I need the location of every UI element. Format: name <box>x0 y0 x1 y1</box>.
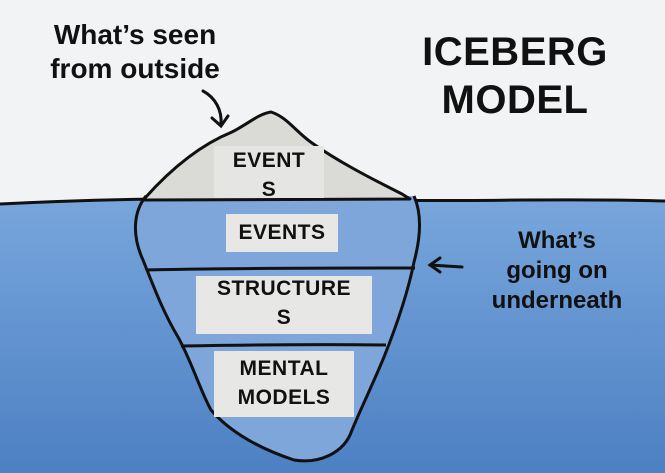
layer-label-tip: EVENT S <box>214 146 324 204</box>
label-band-mental-models <box>214 351 354 417</box>
mental-models-label-line-2: MODELS <box>237 386 331 409</box>
curved-arrow-icon <box>201 89 230 129</box>
layer-label-events: EVENTS <box>238 221 326 244</box>
left-arrow-icon <box>427 256 464 274</box>
divider-line-2 <box>180 343 387 348</box>
seen-from-outside-annotation: What’s seen from outside <box>20 18 250 86</box>
layer-label-structures: STRUCTURE S <box>190 274 378 332</box>
title-line-1: ICEBERG <box>422 30 608 74</box>
going-on-underneath-annotation: What’s going on underneath <box>472 226 642 316</box>
label-band-events <box>226 214 338 252</box>
layer-label-mental-models: MENTAL MODELS <box>214 354 354 412</box>
structures-label-line-2: S <box>276 306 292 329</box>
title-line-2: MODEL <box>441 78 589 122</box>
annotation-top-line-2: from outside <box>50 53 220 84</box>
label-band-structures <box>196 276 372 334</box>
annotation-right-line-1: What’s <box>518 227 596 254</box>
divider-line-1 <box>145 266 416 272</box>
tip-label-line-1: EVENT <box>232 149 306 172</box>
label-band-tip <box>214 146 324 198</box>
annotation-right-line-2: going on <box>506 257 608 284</box>
title: ICEBERG MODEL <box>405 28 625 124</box>
annotation-right-line-3: underneath <box>491 287 623 314</box>
annotation-top-line-1: What’s seen <box>53 19 217 50</box>
tip-label-line-2: S <box>261 178 277 201</box>
structures-label-line-1: STRUCTURE <box>217 277 351 300</box>
mental-models-label-line-1: MENTAL <box>239 357 329 380</box>
